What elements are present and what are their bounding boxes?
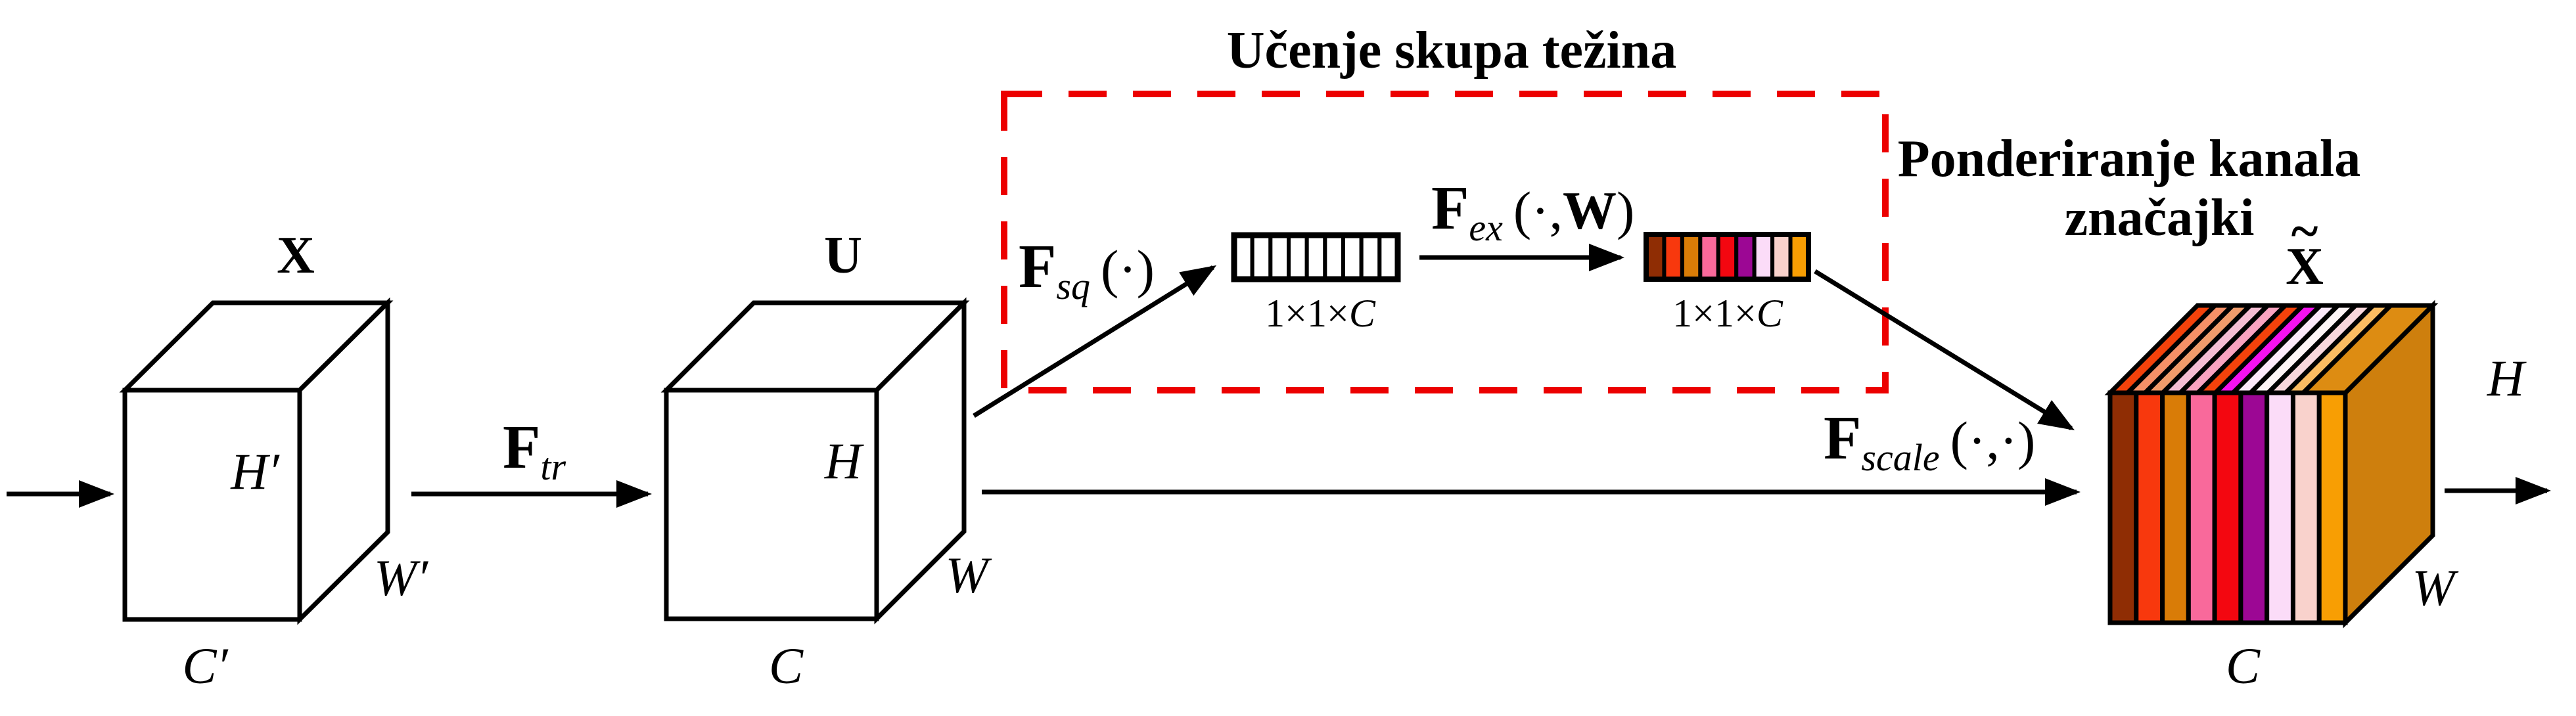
excite-bar-cell [1644, 233, 1667, 281]
output-cube-front-slice [2238, 390, 2270, 625]
squeeze-bar-cell [1287, 233, 1309, 281]
input-cube-width-label: W′ [374, 549, 429, 606]
excite-bar-cell [1680, 233, 1703, 281]
input-cube-front-face [122, 388, 302, 622]
channel-weighting-title-line2: značajki [2065, 189, 2255, 247]
u-cube-width-label: W [946, 547, 992, 604]
output-cube-front-slice [2212, 390, 2243, 625]
fsq-arrow [973, 265, 1217, 418]
fsq-label: Fsq(·) [1019, 233, 1155, 307]
output-cube-front-slice [2265, 390, 2295, 625]
output-cube-front-slice [2107, 390, 2139, 625]
output-cube-height-label: H [2487, 349, 2527, 407]
weight-learning-dashed-box [1001, 91, 1889, 393]
output-cube-front-slice [2290, 390, 2322, 625]
u-cube-height-label: H [824, 432, 864, 489]
fex-label: Fex(·,W) [1431, 174, 1634, 249]
excite-bar-cell [1662, 233, 1684, 281]
u-cube-front-face [664, 388, 879, 621]
input-cube-channel-label: C′ [182, 637, 229, 694]
generated-shapes [1231, 232, 2439, 629]
excite-bar-cell [1716, 233, 1739, 281]
input-cube [119, 297, 394, 625]
squeeze-bar-cell [1341, 233, 1364, 281]
input-cube-height-label: H′ [230, 443, 280, 500]
excite-bar-outline [1644, 232, 1811, 282]
text-layer: Učenje skupa težina Ponderiranje kanala … [182, 22, 2526, 694]
excite-bar-cell [1788, 233, 1811, 281]
excite-bar-cell [1752, 233, 1775, 281]
excite-bar-cell [1770, 233, 1793, 281]
input-cube-label: X [277, 227, 315, 284]
output-cube-tilde: ~ [2291, 202, 2318, 259]
squeeze-bar-cell [1359, 233, 1382, 281]
squeeze-bar-cell [1323, 233, 1346, 281]
ftr-label: Ftr [503, 413, 566, 488]
weight-learning-title: Učenje skupa težina [1227, 22, 1676, 79]
excite-bar-dim-label: 1×1×C [1672, 292, 1783, 335]
u-cube-label: U [824, 227, 862, 284]
u-cube [660, 297, 970, 625]
output-cube-front-slice [2160, 390, 2191, 625]
u-cube-channel-label: C [769, 637, 804, 694]
excite-bar-cell [1734, 233, 1757, 281]
output-cube-front-slice [2186, 390, 2217, 625]
reweight-arrow [1814, 269, 2075, 431]
channel-weighting-title-line1: Ponderiranje kanala [1898, 130, 2360, 188]
excite-bar-cell [1698, 233, 1720, 281]
squeeze-bar-outline [1231, 232, 1401, 282]
squeeze-bar-cell [1304, 233, 1327, 281]
output-cube-width-label: W [2412, 559, 2459, 616]
squeeze-bar-dim-label: 1×1×C [1265, 292, 1376, 335]
output-cube-front-slice [2134, 390, 2165, 625]
fscale-label: Fscale(·,·) [1824, 404, 2035, 479]
output-cube-front-slice [2316, 390, 2348, 625]
output-cube-label: X [2286, 238, 2324, 296]
output-cube-channel-label: C [2226, 637, 2261, 694]
arrows [7, 244, 2551, 508]
squeeze-bar-cell [1268, 233, 1291, 281]
squeeze-bar-cell [1250, 233, 1273, 281]
